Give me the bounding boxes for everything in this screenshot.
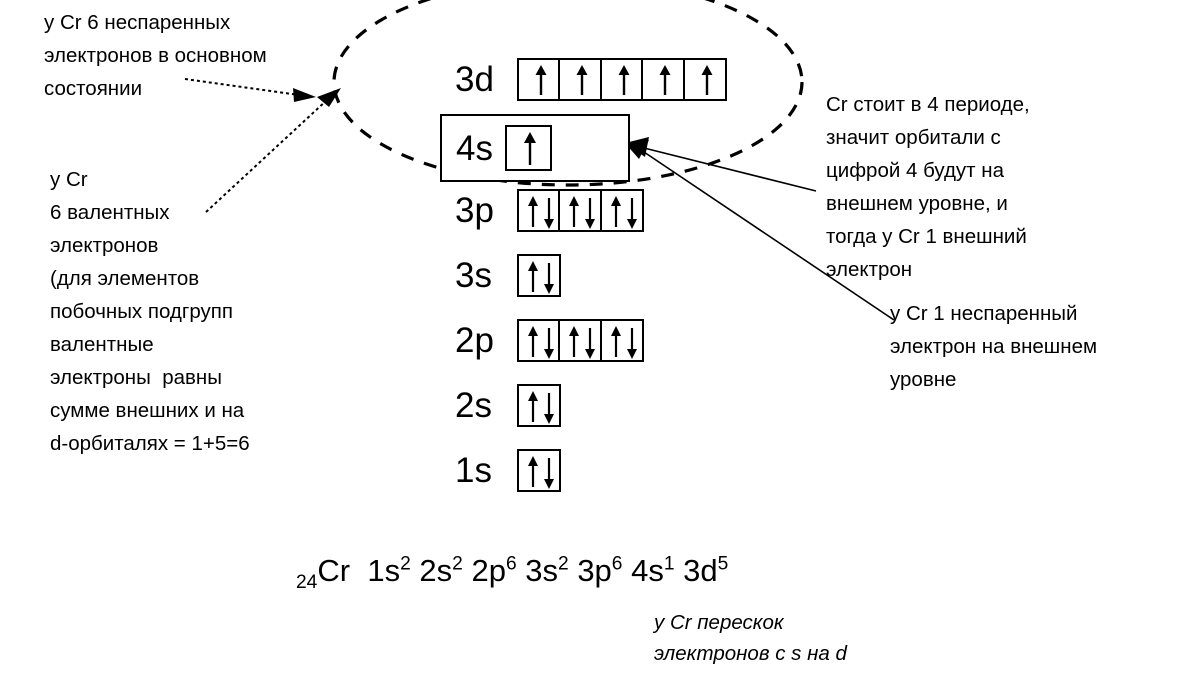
orbital-row-3d: 3d xyxy=(455,58,727,101)
formula-content: 24Cr 1s2 2s2 2p6 3s2 3p6 4s1 3d5 xyxy=(296,553,729,594)
spin-up-arrow-icon xyxy=(659,65,671,95)
orbital-cell xyxy=(517,189,561,232)
annotation-bottom-italic: у Cr перескок электронов с s на d xyxy=(654,611,847,665)
orbital-label-1s: 1s xyxy=(455,451,492,490)
formula-term: 4s1 xyxy=(631,553,675,589)
spin-pair-arrows-icon xyxy=(528,326,554,359)
orbital-cells-3d xyxy=(517,58,727,101)
spin-pair-arrows-icon xyxy=(569,326,596,359)
orbital-cells-3s xyxy=(517,254,561,297)
formula-atomic-number: 24 xyxy=(296,572,318,594)
orbital-row-3p: 3p xyxy=(455,189,644,232)
formula-element-symbol: Cr xyxy=(317,553,351,589)
orbital-row-2s: 2s xyxy=(455,384,561,427)
electron-configuration-formula: 24Cr 1s2 2s2 2p6 3s2 3p6 4s1 3d5 xyxy=(296,548,728,601)
orbital-cell xyxy=(558,189,603,232)
orbital-cells-1s xyxy=(517,449,561,492)
spin-pair-arrows-icon xyxy=(569,196,596,229)
orbital-cell xyxy=(641,58,686,101)
orbital-label-4s: 4s xyxy=(456,128,493,168)
orbital-cell xyxy=(599,58,644,101)
orbital-label-3p: 3p xyxy=(455,191,494,230)
orbital-row-1s: 1s xyxy=(455,449,561,492)
formula-term: 3p6 xyxy=(577,553,623,589)
orbital-label-3d: 3d xyxy=(455,60,494,99)
orbital-cells-2p xyxy=(517,319,644,362)
orbital-cell xyxy=(599,189,644,232)
formula-term: 3d5 xyxy=(683,553,729,589)
orbital-cell xyxy=(558,319,603,362)
spin-pair-arrows-icon xyxy=(528,391,554,424)
formula-term: 1s2 xyxy=(367,553,411,589)
spin-pair-arrows-icon xyxy=(528,196,554,229)
spin-pair-arrows-icon xyxy=(610,196,637,229)
orbital-cell xyxy=(599,319,644,362)
formula-term: 2s2 xyxy=(419,553,463,589)
annotation-top-right: Cr стоит в 4 периоде, значит орбитали с … xyxy=(826,93,1030,281)
orbital-row-3s: 3s xyxy=(455,254,561,297)
spin-pair-arrows-icon xyxy=(528,261,554,294)
orbital-cells-3p xyxy=(517,189,644,232)
orbital-label-2p: 2p xyxy=(455,321,494,360)
orbital-cell xyxy=(517,384,561,427)
formula-term: 2p6 xyxy=(471,553,517,589)
orbital-cells-2s xyxy=(517,384,561,427)
spin-up-arrow-icon xyxy=(576,65,588,95)
annotation-mid-left: у Cr 6 валентных электронов (для элемент… xyxy=(50,168,250,455)
annotation-top-left: у Cr 6 неспаренных электронов в основном… xyxy=(44,11,267,100)
orbital-label-3s: 3s xyxy=(455,256,492,295)
orbital-cell xyxy=(558,58,603,101)
spin-pair-arrows-icon xyxy=(610,326,637,359)
orbital-cell xyxy=(517,58,561,101)
orbital-row-2p: 2p xyxy=(455,319,644,362)
orbital-cell xyxy=(682,58,727,101)
spin-up-arrow-icon xyxy=(523,132,536,165)
spin-up-arrow-icon xyxy=(535,65,547,95)
orbital-cell xyxy=(504,125,552,171)
spin-up-arrow-icon xyxy=(701,65,713,95)
orbital-cell xyxy=(517,449,561,492)
arrow-topright-to-4s xyxy=(625,137,817,192)
orbital-row-4s: 4s xyxy=(440,114,630,182)
spin-up-arrow-icon xyxy=(618,65,630,95)
orbital-label-2s: 2s xyxy=(455,386,492,425)
orbital-cell xyxy=(517,254,561,297)
orbital-cell xyxy=(517,319,561,362)
annotation-mid-right: у Cr 1 неспаренный электрон на внешнем у… xyxy=(890,302,1098,391)
formula-term: 3s2 xyxy=(525,553,569,589)
spin-pair-arrows-icon xyxy=(528,456,554,489)
